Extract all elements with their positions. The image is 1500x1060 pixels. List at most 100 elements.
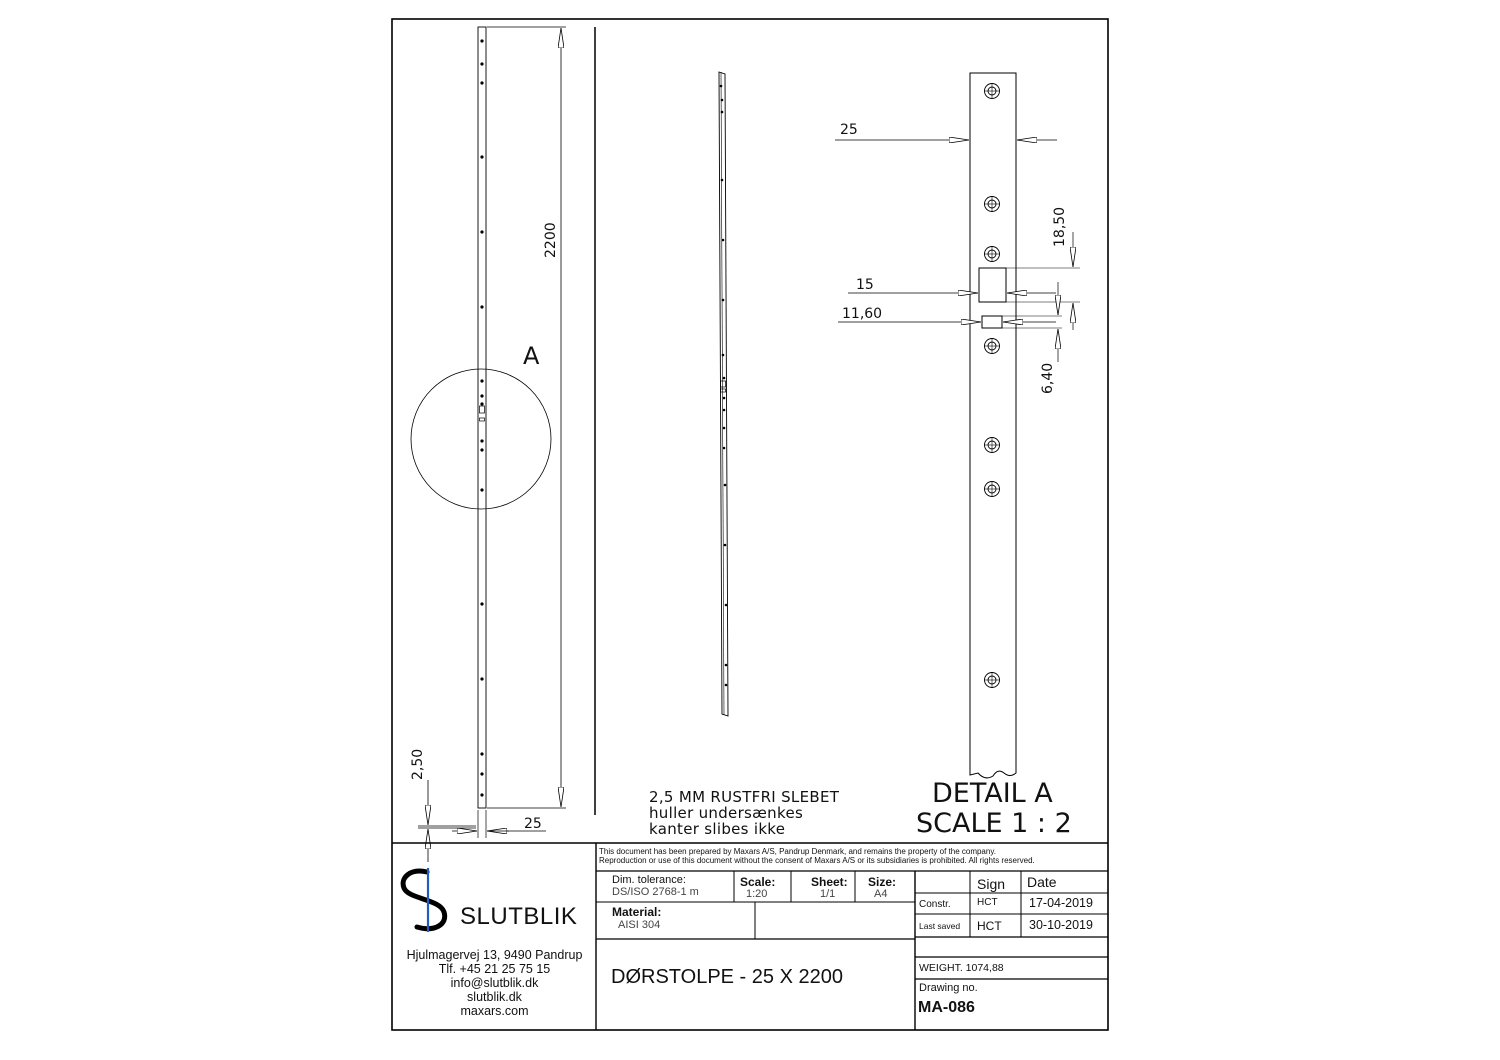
company-website[interactable]: slutblik.dk [467,990,522,1004]
detail-title: DETAIL A [932,778,1053,809]
iso-hole [724,663,728,667]
slutblik-logo-mark [400,868,448,932]
company-logo-text: SLUTBLIK [460,903,578,930]
detail-lock-width-label: 15 [856,277,874,293]
strip-hole [480,602,484,606]
scale-value: 1:20 [746,888,768,900]
strip-holes [480,39,484,797]
detail-width-label: 25 [840,122,858,138]
weight-value: WEIGHT. 1074,88 [919,962,1004,974]
drawing-title: DØRSTOLPE - 25 X 2200 [611,966,843,988]
countersunk-hole [984,196,1000,212]
disclaimer-line-2: Reproduction or use of this document wit… [599,856,1035,865]
iso-hole [720,110,724,114]
date-header: Date [1027,874,1057,890]
strip-hole [480,439,484,443]
size-label: Size: [868,875,897,889]
iso-hole [720,98,724,102]
iso-hole [722,396,726,400]
iso-hole [723,543,727,547]
strip-hole [480,155,484,159]
strip-outline [477,26,487,809]
company-email[interactable]: info@slutblik.dk [450,976,539,990]
detail-lock-height-label: 18,50 [1052,206,1068,247]
lastsaved-label: Last saved [919,921,961,931]
strip-hole [480,62,484,66]
countersunk-hole [984,437,1000,453]
sheet-value: 1/1 [820,888,836,900]
detail-slot-cutout [981,315,1003,329]
lastsaved-date: 30-10-2019 [1029,918,1093,932]
size-value: A4 [874,888,888,900]
countersunk-hole [984,246,1000,262]
sign-header: Sign [977,876,1006,892]
drawing-no-label: Drawing no. [919,982,978,994]
title-block-grid [392,842,1108,1030]
detail-scale: SCALE 1 : 2 [916,808,1072,839]
iso-hole [722,376,726,380]
iso-hole [721,238,725,242]
iso-hole [722,408,726,412]
constr-date: 17-04-2019 [1029,896,1093,910]
strip-hole [480,448,484,452]
iso-hole [723,483,727,487]
countersunk-hole [984,338,1000,354]
strip-lock-cutout [479,405,485,414]
front-view [410,26,566,862]
tolerance-label: Dim. tolerance: [612,874,686,886]
length-dimension-label: 2200 [543,222,559,258]
countersunk-hole [984,672,1000,688]
constr-sign: HCT [977,897,998,908]
iso-hole [724,683,728,687]
detail-slot-width-label: 11,60 [842,306,883,322]
strip-hole [480,772,484,776]
countersunk-hole [984,481,1000,497]
strip-hole [480,793,484,797]
strip-hole [480,230,484,234]
iso-hole [721,353,725,357]
detail-slot-height-label: 6,40 [1040,362,1056,394]
scale-label: Scale: [740,875,776,889]
edge-dimension-label: 2,50 [410,748,426,780]
material-label: Material: [612,905,662,919]
detail-a-circle [410,368,552,510]
iso-hole [724,603,728,607]
note-holes: huller undersænkes [649,804,804,822]
strip-hole [480,394,484,398]
strip-hole [480,305,484,309]
company-phone: Tlf. +45 21 25 75 15 [438,962,551,976]
detail-strip [969,72,1017,779]
strip-hole [480,81,484,85]
strip-slot-cutout [479,417,485,422]
strip-hole [480,677,484,681]
sheet-border [391,18,1109,1031]
strip-hole [480,488,484,492]
detail-lock-cutout [978,267,1007,303]
iso-hole [722,426,726,430]
isometric-view [718,71,729,717]
detail-holes [984,83,1000,688]
strip-hole [480,752,484,756]
iso-hole [719,84,723,88]
strip-hole [480,39,484,43]
lastsaved-sign: HCT [977,919,1002,933]
width-dimension-label: 25 [524,816,542,832]
strip-hole [480,379,484,383]
detail-a-view [835,72,1080,779]
iso-hole [722,446,726,450]
countersunk-hole [984,83,1000,99]
tolerance-value: DS/ISO 2768-1 m [612,886,699,898]
strip-hole [480,402,484,406]
drawing-number: MA-086 [918,999,975,1016]
iso-hole [721,298,725,302]
material-value: AISI 304 [618,919,661,931]
detail-reference-letter: A [523,342,540,370]
iso-hole [720,178,724,182]
company-address: Hjulmagervej 13, 9490 Pandrup [406,948,583,962]
disclaimer-line-1: This document has been prepared by Maxar… [599,847,996,856]
note-edges: kanter slibes ikke [649,820,786,838]
company-website-2[interactable]: maxars.com [460,1004,529,1018]
constr-label: Constr. [919,899,951,910]
sheet-label: Sheet: [811,875,848,889]
